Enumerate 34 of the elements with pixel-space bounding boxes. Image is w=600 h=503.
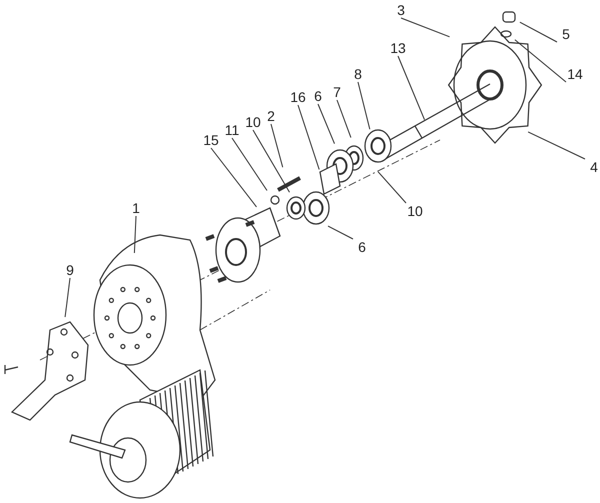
callout-number: 1 (127, 200, 145, 216)
callout-number: 10 (406, 203, 424, 219)
callout-number: 14 (566, 66, 584, 82)
callout-number: 15 (202, 132, 220, 148)
callout-number: 8 (349, 66, 367, 82)
callout-number: 2 (262, 108, 280, 124)
callout-number: 6 (353, 239, 371, 255)
leader-line (252, 130, 290, 193)
leader-line (318, 104, 335, 144)
callout-number: 7 (328, 84, 346, 100)
leader-line (519, 22, 558, 42)
leader-line (528, 131, 586, 160)
callout-number: 4 (585, 159, 600, 175)
leader-line (358, 82, 370, 130)
callout-number: 11 (223, 122, 241, 138)
leader-line (270, 124, 284, 168)
leader-line (298, 104, 320, 170)
leader-line (210, 148, 257, 208)
callout-number: 13 (389, 40, 407, 56)
leader-line (232, 138, 268, 191)
callout-number: 5 (557, 26, 575, 42)
leader-line (514, 39, 566, 82)
leader-line (398, 56, 425, 120)
callout-number: 6 (309, 88, 327, 104)
callout-number: 9 (61, 262, 79, 278)
leader-line (134, 216, 136, 254)
leader-line (64, 278, 70, 318)
leader-line (400, 18, 450, 38)
leader-line (336, 100, 352, 138)
callout-number: 10 (244, 114, 262, 130)
leader-line (378, 171, 406, 204)
callout-number: 16 (289, 89, 307, 105)
leader-line (328, 226, 354, 240)
callout-number: 3 (392, 2, 410, 18)
